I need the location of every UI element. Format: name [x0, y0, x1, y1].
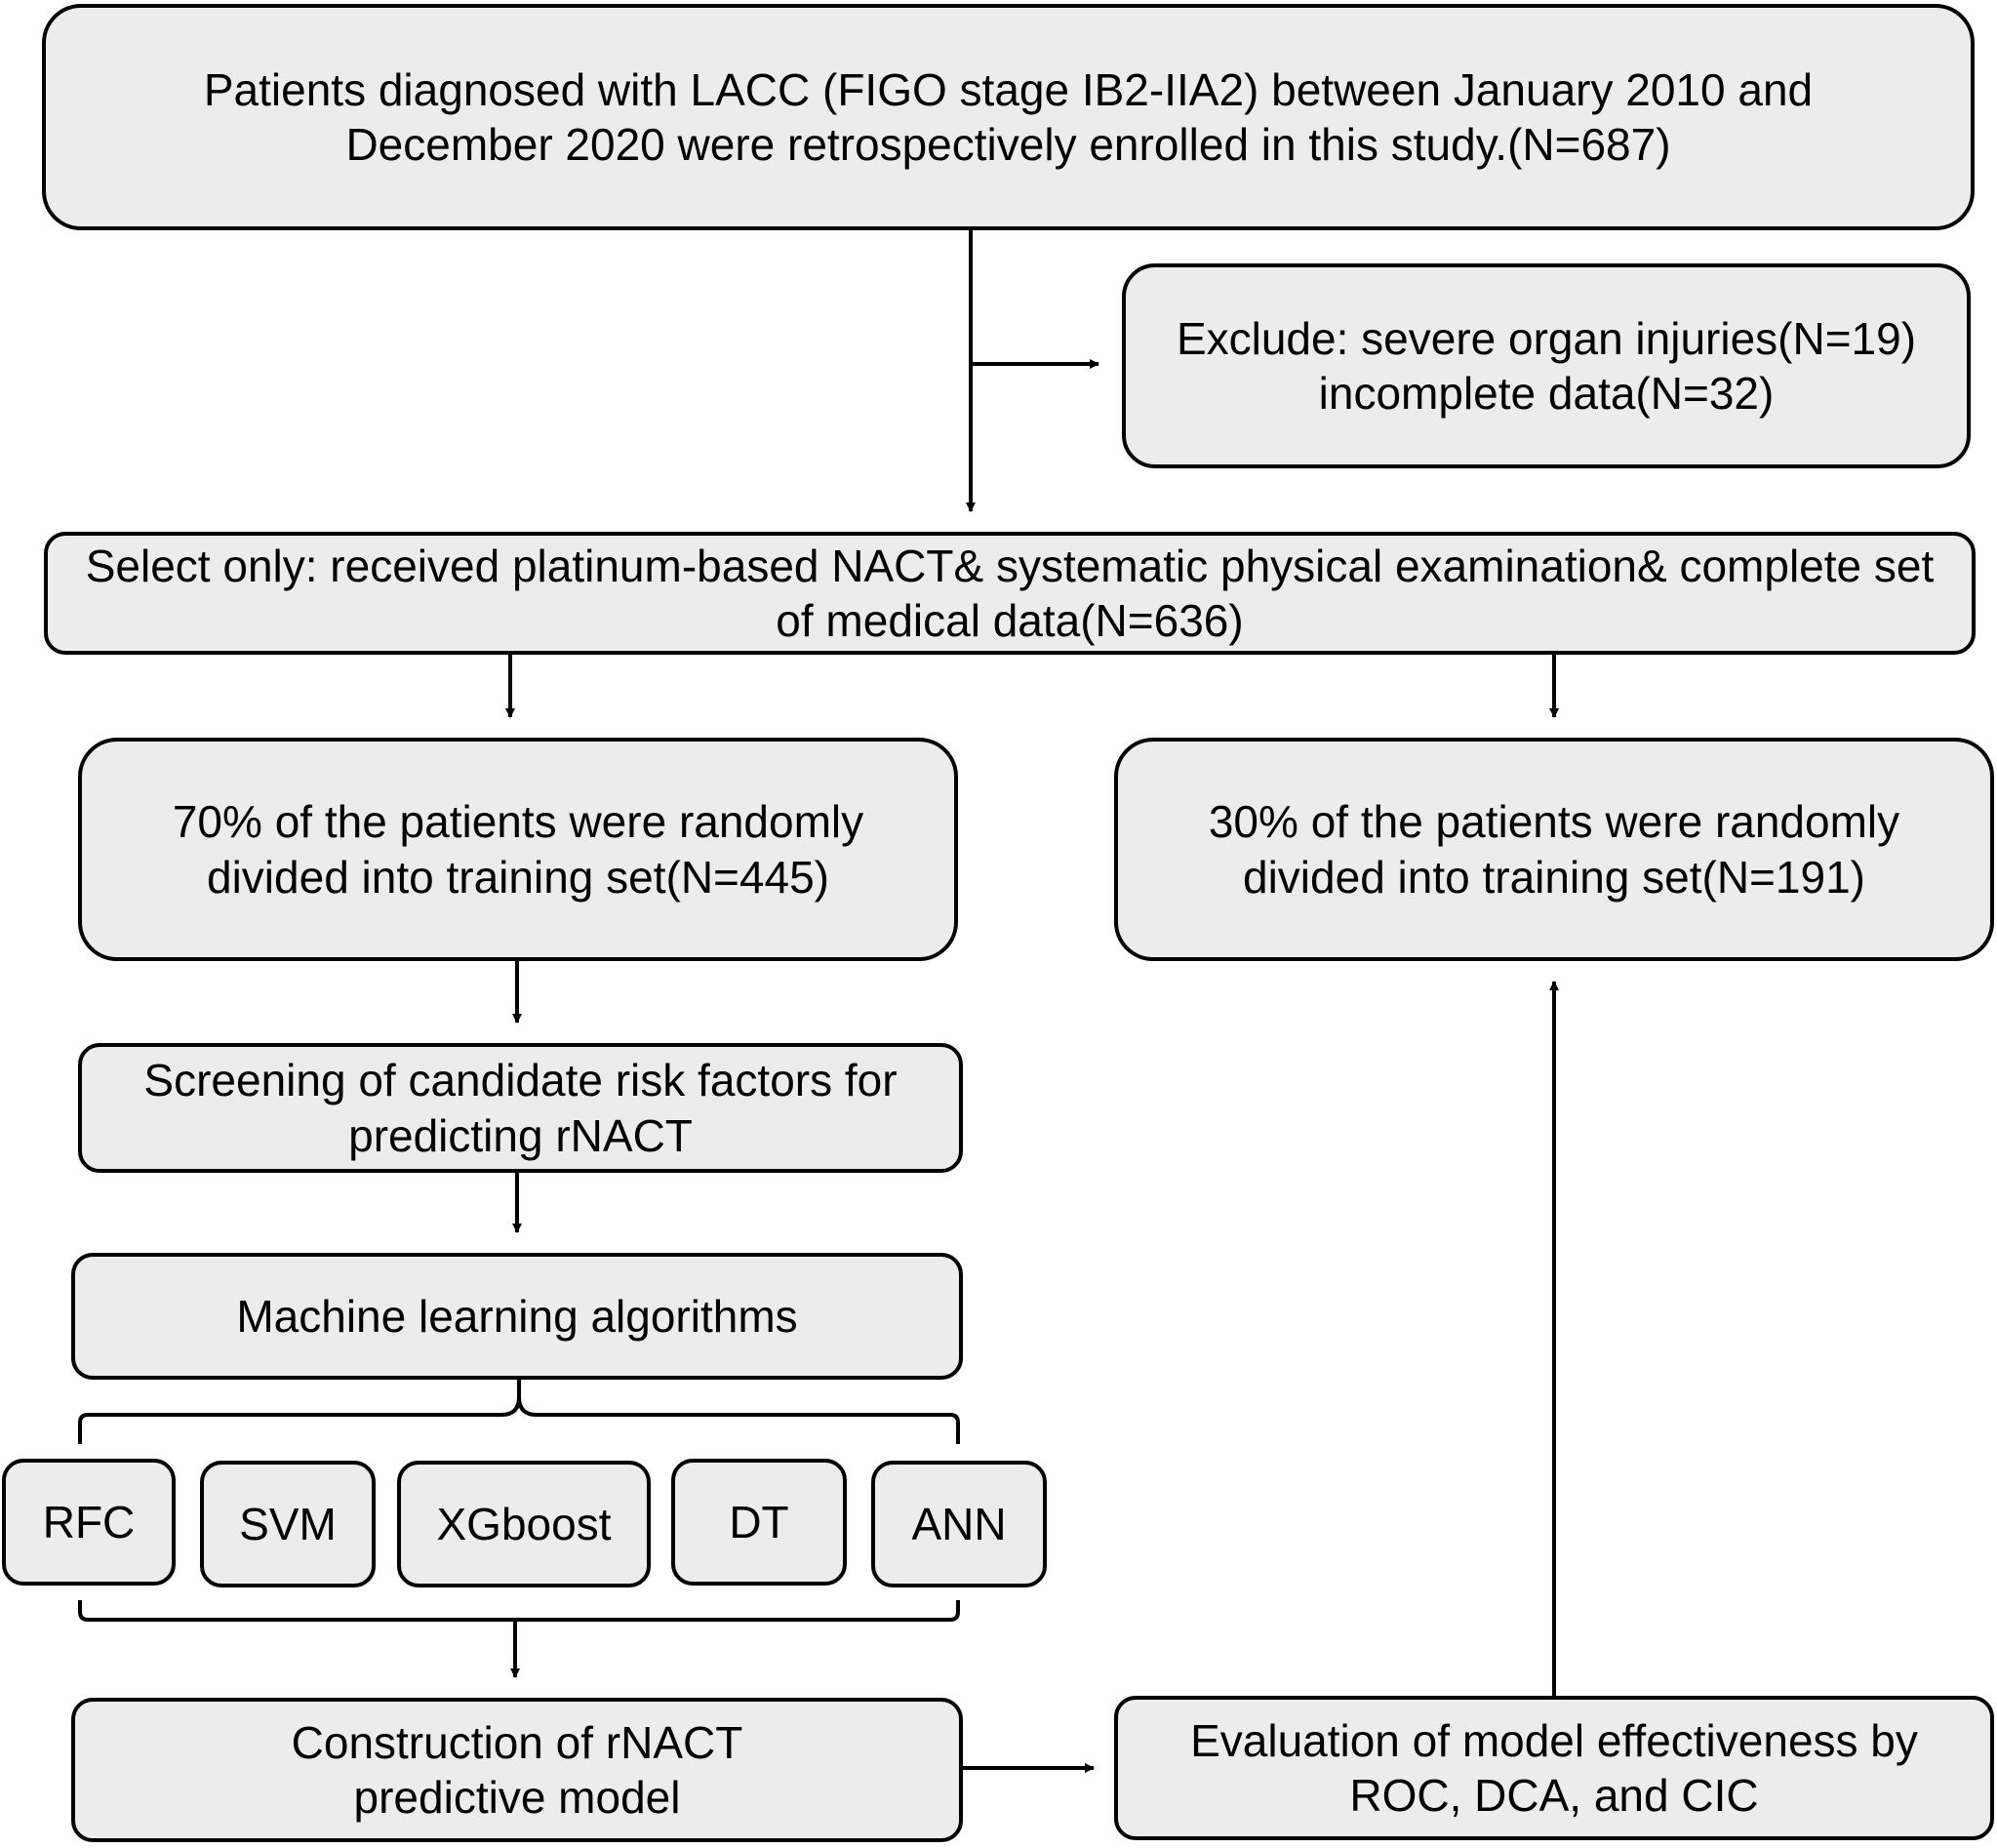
algo-xgboost-label: XGboost: [436, 1498, 612, 1549]
select-text: Select only: received platinum-based NAC…: [85, 540, 1935, 646]
exclude-text: Exclude: severe organ injuries(N=19) inc…: [1176, 312, 1917, 419]
construction-box: Construction of rNACT predictive model: [71, 1698, 963, 1842]
algo-ann-label: ANN: [911, 1498, 1007, 1549]
algo-dt-label: DT: [729, 1496, 789, 1547]
ml-algorithms-box: Machine learning algorithms: [71, 1253, 963, 1380]
ml-algorithms-text: Machine learning algorithms: [236, 1290, 798, 1342]
training-set-text: 70% of the patients were randomly divide…: [172, 796, 864, 903]
exclude-box: Exclude: severe organ injuries(N=19) inc…: [1122, 263, 1971, 468]
algo-rfc-box: RFC: [2, 1459, 176, 1586]
enrollment-box: Patients diagnosed with LACC (FIGO stage…: [42, 4, 1975, 230]
algo-svm-box: SVM: [200, 1461, 376, 1587]
training-set-box: 70% of the patients were randomly divide…: [78, 738, 958, 961]
validation-set-text: 30% of the patients were randomly divide…: [1208, 796, 1900, 903]
evaluation-box: Evaluation of model effectiveness by ROC…: [1114, 1696, 1994, 1840]
algo-ann-box: ANN: [871, 1461, 1047, 1587]
algorithms-bracket-bottom: [78, 1600, 960, 1622]
enrollment-text: Patients diagnosed with LACC (FIGO stage…: [203, 63, 1814, 170]
algo-dt-box: DT: [671, 1459, 847, 1586]
algo-xgboost-box: XGboost: [397, 1461, 651, 1587]
screening-box: Screening of candidate risk factors for …: [78, 1043, 963, 1173]
select-box: Select only: received platinum-based NAC…: [44, 532, 1976, 655]
algo-svm-label: SVM: [239, 1498, 337, 1549]
construction-text: Construction of rNACT predictive model: [291, 1716, 743, 1823]
algo-rfc-label: RFC: [42, 1496, 136, 1547]
algorithms-bracket-top: [78, 1380, 960, 1444]
screening-text: Screening of candidate risk factors for …: [143, 1055, 898, 1161]
evaluation-text: Evaluation of model effectiveness by ROC…: [1190, 1714, 1918, 1821]
validation-set-box: 30% of the patients were randomly divide…: [1114, 738, 1994, 961]
